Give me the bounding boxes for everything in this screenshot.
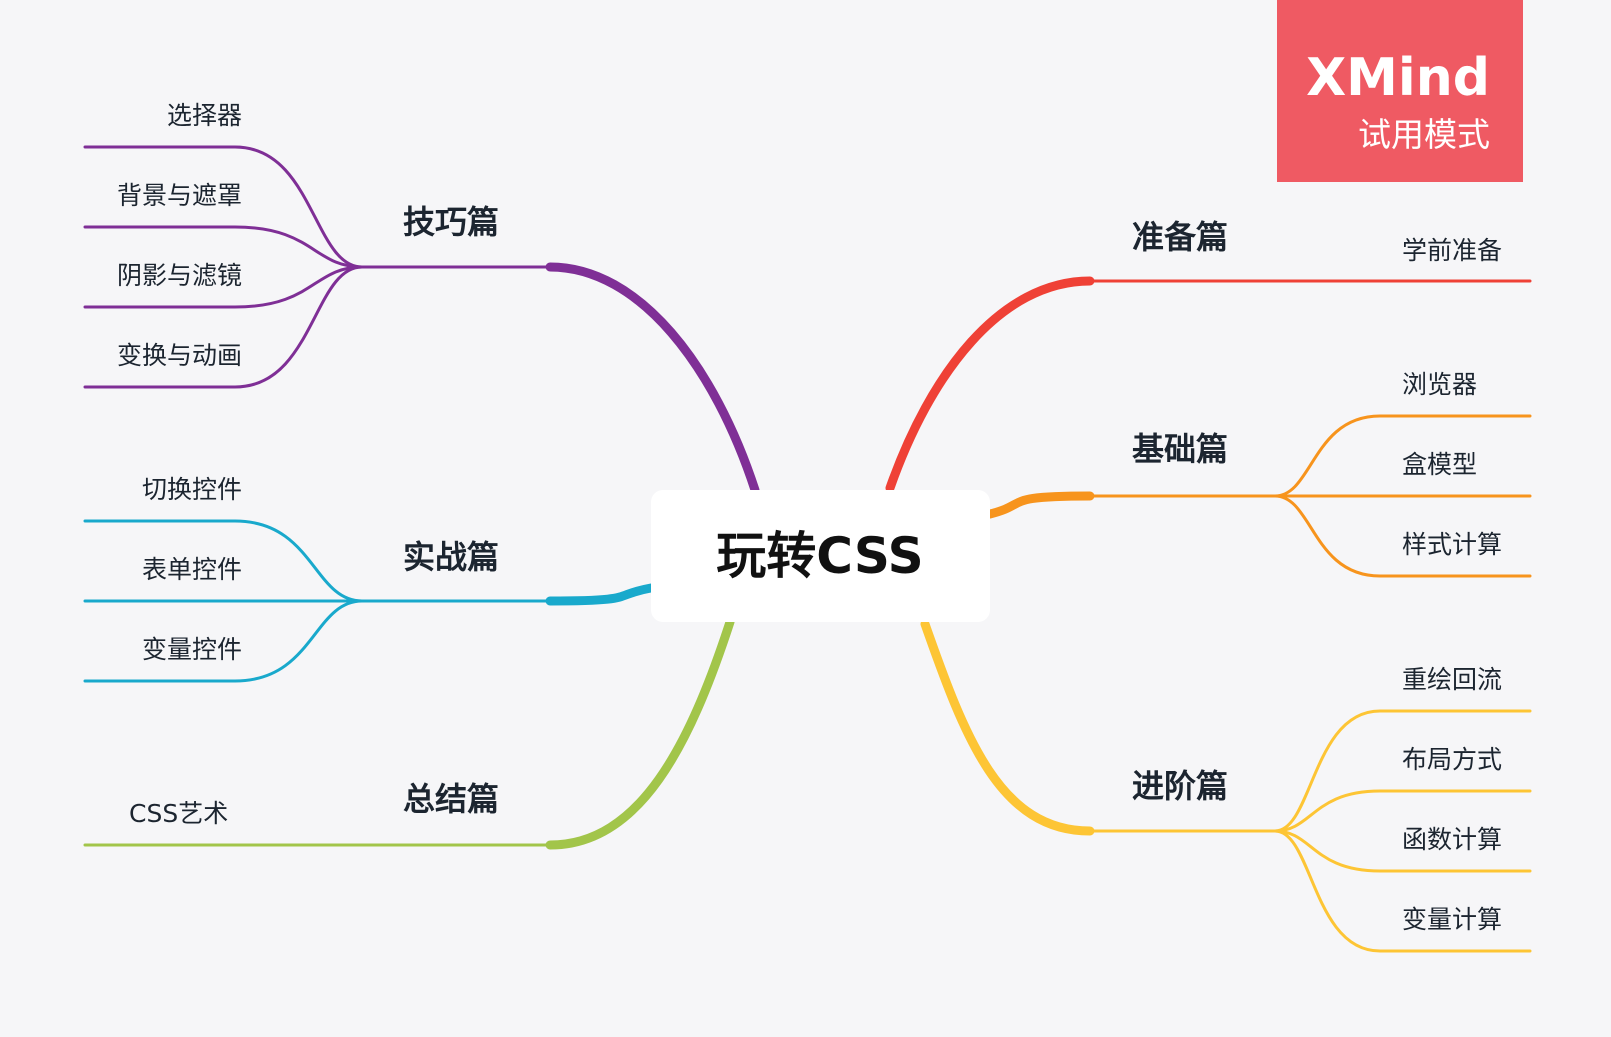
- subtopic-summary-0[interactable]: CSS艺术: [129, 799, 228, 828]
- sub-branch-advanced-3: [1273, 829, 1532, 953]
- central-topic[interactable]: 玩转CSS: [651, 490, 990, 622]
- topic-prep[interactable]: 准备篇: [1132, 218, 1228, 256]
- topic-skills[interactable]: 技巧篇: [403, 203, 499, 241]
- main-branch-curve-practice: [545, 583, 656, 606]
- subtopic-basic-1[interactable]: 盒模型: [1402, 450, 1477, 479]
- sub-branch-practice-0: [83, 519, 364, 603]
- subtopic-advanced-2[interactable]: 函数计算: [1402, 825, 1502, 854]
- topic-summary[interactable]: 总结篇: [403, 780, 499, 818]
- subtopic-skills-1[interactable]: 背景与遮罩: [117, 181, 242, 210]
- subtopic-skills-2[interactable]: 阴影与滤镜: [117, 261, 242, 290]
- sub-branch-advanced-2: [1273, 829, 1532, 873]
- central-topic-box: [651, 490, 990, 622]
- subtopic-basic-2[interactable]: 样式计算: [1402, 530, 1502, 559]
- topic-advanced[interactable]: 进阶篇: [1132, 767, 1228, 805]
- subtopic-practice-2[interactable]: 变量控件: [142, 635, 242, 664]
- sub-branch-basic-2: [1273, 494, 1532, 578]
- topic-practice[interactable]: 实战篇: [403, 538, 499, 576]
- central-topic-label: 玩转CSS: [716, 527, 923, 585]
- main-branch-curve-summary: [545, 617, 735, 850]
- sub-branch-skills-1: [83, 225, 364, 269]
- sub-branch-skills-3: [83, 265, 364, 389]
- main-branch-curve-basic: [985, 491, 1095, 519]
- main-branch-curve-skills: [545, 262, 760, 495]
- xmind-badge-title: XMind: [1306, 48, 1490, 108]
- sub-branch-skills-2: [83, 265, 364, 309]
- sub-branch-advanced-1: [1273, 789, 1532, 833]
- main-branch-curve-prep: [885, 276, 1095, 493]
- main-branch-curve-advanced: [920, 619, 1095, 836]
- subtopic-advanced-3[interactable]: 变量计算: [1402, 905, 1502, 934]
- sub-branch-skills-0: [83, 145, 364, 269]
- subtopic-practice-1[interactable]: 表单控件: [142, 555, 242, 584]
- xmind-badge-background: [1277, 0, 1523, 182]
- branch-connectors: [83, 145, 1532, 953]
- subtopic-labels: 学前准备 浏览器 盒模型 样式计算 重绘回流 布局方式 函数计算 变量计算 选择…: [117, 101, 1502, 934]
- main-topic-labels: 准备篇 基础篇 进阶篇 技巧篇 实战篇 总结篇: [403, 203, 1228, 818]
- sub-branch-basic-0: [1273, 414, 1532, 498]
- xmind-badge-subtitle: 试用模式: [1358, 115, 1490, 154]
- sub-branch-practice-2: [83, 599, 364, 683]
- subtopic-advanced-0[interactable]: 重绘回流: [1402, 665, 1502, 694]
- subtopic-basic-0[interactable]: 浏览器: [1402, 370, 1477, 399]
- sub-branch-advanced-0: [1273, 709, 1532, 833]
- xmind-trial-badge: XMind 试用模式: [1277, 0, 1523, 182]
- subtopic-skills-0[interactable]: 选择器: [167, 101, 242, 130]
- subtopic-advanced-1[interactable]: 布局方式: [1402, 745, 1502, 774]
- topic-basic[interactable]: 基础篇: [1132, 430, 1228, 468]
- subtopic-practice-0[interactable]: 切换控件: [142, 475, 242, 504]
- subtopic-prep-0[interactable]: 学前准备: [1402, 236, 1502, 265]
- subtopic-skills-3[interactable]: 变换与动画: [117, 341, 242, 370]
